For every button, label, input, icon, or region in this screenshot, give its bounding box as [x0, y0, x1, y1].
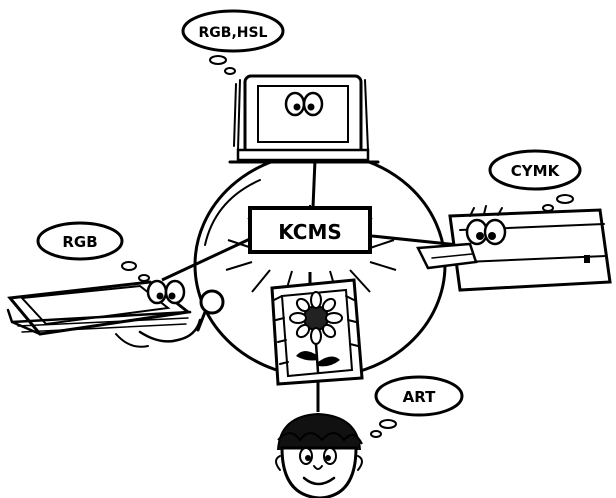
printer-bubble: CYMK — [488, 149, 582, 212]
monitor-bubble: RGB,HSL — [181, 9, 285, 75]
printer-bubble-label: CYMK — [511, 162, 561, 180]
artist-bubble-label: ART — [403, 388, 436, 406]
sunflower-picture-icon — [270, 278, 364, 386]
printer-node: CYMK — [416, 149, 612, 292]
monitor-icon — [228, 74, 380, 164]
printer-icon — [416, 205, 612, 292]
scanner-bubble: RGB — [36, 221, 150, 282]
magnifier-icon — [199, 289, 225, 315]
scanner-icon — [6, 279, 225, 348]
artist-icon — [275, 412, 363, 498]
kcms-label: KCMS — [278, 220, 342, 244]
scanner-node: RGB — [6, 221, 225, 348]
monitor-bubble-label: RGB,HSL — [199, 25, 268, 41]
artist-bubble: ART — [370, 375, 464, 438]
monitor-node: RGB,HSL — [181, 9, 380, 164]
scanner-bubble-label: RGB — [62, 233, 97, 251]
kcms-box: KCMS — [248, 206, 372, 254]
artist-node: ART — [275, 375, 464, 498]
